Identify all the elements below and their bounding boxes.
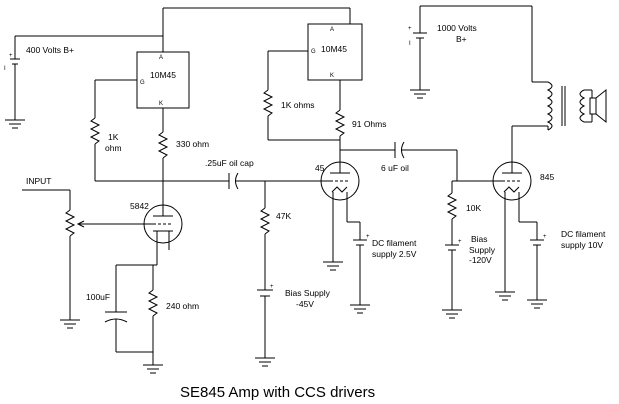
r330-label: 330 ohm	[176, 139, 209, 149]
cap6-label: 6 uF oil	[381, 163, 409, 173]
fil845-label-1: DC filament	[561, 229, 606, 239]
r1k-b-resistor	[262, 89, 274, 117]
svg-text:I: I	[4, 66, 6, 72]
b1000-label-1: 1000 Volts	[437, 23, 477, 33]
svg-text:+: +	[408, 26, 412, 32]
bias845-label-1: Bias	[471, 234, 488, 244]
tube-5842	[143, 200, 183, 250]
bias45-battery: +	[257, 284, 274, 358]
cap025-plate-b	[235, 172, 239, 190]
ground-symbol	[255, 357, 275, 367]
diagram-title: SE845 Amp with CCS drivers	[180, 384, 375, 401]
tube-845	[492, 161, 532, 292]
svg-text:G: G	[140, 80, 145, 86]
b1000-label-2: B+	[456, 34, 467, 44]
svg-text:I: I	[409, 41, 411, 47]
svg-text:K: K	[159, 101, 163, 107]
svg-text:+: +	[9, 53, 13, 59]
tube-5842-label: 5842	[130, 201, 149, 211]
r47k-resistor	[259, 207, 271, 235]
r10k-label: 10K	[466, 203, 481, 213]
ground-symbol	[527, 299, 547, 309]
speaker-icon	[589, 88, 607, 124]
input-label: INPUT	[26, 176, 52, 186]
svg-text:+: +	[270, 284, 274, 290]
svg-text:+: +	[543, 234, 547, 240]
r10k-resistor	[446, 192, 458, 220]
r1k-a-label-1: 1K	[108, 132, 119, 142]
fil845-battery: +	[530, 234, 547, 300]
bias845-battery: +	[445, 239, 462, 310]
volume-potentiometer	[64, 209, 76, 237]
output-transformer	[531, 6, 593, 131]
ground-symbol	[143, 364, 163, 374]
svg-text:G: G	[311, 49, 316, 55]
r91-label: 91 Ohms	[352, 119, 387, 129]
svg-text:A: A	[159, 55, 163, 61]
tube-845-label: 845	[540, 172, 554, 182]
ground-symbol	[60, 319, 80, 329]
r47k-label: 47K	[276, 211, 291, 221]
ground-symbol	[410, 89, 430, 99]
r330-resistor	[157, 131, 169, 159]
b1000-battery: + I	[408, 5, 532, 90]
r1k-a-label-2: ohm	[105, 143, 122, 153]
cap6-plate-b	[401, 141, 405, 159]
ccs1-label: 10M45	[150, 70, 176, 80]
r1k-b-label: 1K ohms	[281, 100, 315, 110]
ground-symbol	[323, 261, 343, 271]
ground-symbol	[5, 119, 25, 129]
r1k-a-resistor	[89, 117, 101, 145]
bias45-label-1: Bias Supply	[285, 288, 331, 298]
cap100-label: 100uF	[86, 292, 110, 302]
r91-resistor	[334, 109, 346, 137]
ground-symbol	[495, 291, 515, 301]
cap025-label: .25uF oil cap	[205, 158, 254, 168]
ccs2-label: 10M45	[321, 44, 347, 54]
svg-text:+: +	[458, 239, 462, 245]
b400-label: 400 Volts B+	[26, 45, 74, 55]
fil45-label-1: DC filament	[372, 238, 417, 248]
r240-label: 240 ohm	[166, 301, 199, 311]
svg-text:A: A	[330, 27, 334, 33]
bias845-label-3: -120V	[469, 255, 492, 265]
ground-symbol	[442, 309, 462, 319]
svg-text:+: +	[366, 234, 370, 240]
b400-battery: + I	[4, 7, 350, 120]
bias845-label-2: Supply	[469, 245, 496, 255]
fil845-label-2: supply 10V	[561, 240, 603, 250]
ground-symbol	[350, 304, 370, 314]
tube-45	[320, 161, 360, 262]
bias45-label-2: -45V	[296, 299, 314, 309]
fil45-battery: +	[353, 234, 370, 305]
svg-text:K: K	[330, 73, 334, 79]
tube-45-label: 45	[315, 163, 325, 173]
fil45-label-2: supply 2.5V	[372, 249, 417, 259]
ccs2-chip: A G K	[307, 23, 363, 81]
r240-resistor	[147, 289, 159, 317]
